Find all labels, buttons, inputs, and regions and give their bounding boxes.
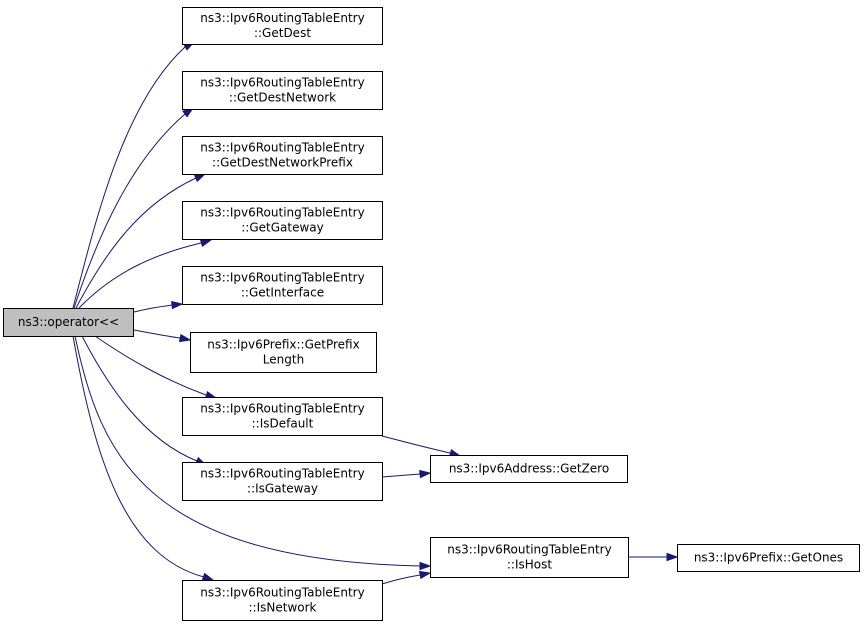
node-label: ::GetDestNetworkPrefix <box>212 156 353 170</box>
node-ishost[interactable]: ns3::Ipv6RoutingTableEntry::IsHost <box>430 537 629 578</box>
node-label: ns3::Ipv6RoutingTableEntry <box>200 206 364 220</box>
node-isgateway[interactable]: ns3::Ipv6RoutingTableEntry::IsGateway <box>182 462 383 501</box>
node-box <box>182 136 383 175</box>
node-box <box>3 308 134 337</box>
edge-arrowhead <box>178 333 192 343</box>
edge-root-to-getinterface <box>133 300 184 313</box>
node-isdefault[interactable]: ns3::Ipv6RoutingTableEntry::IsDefault <box>182 397 383 436</box>
edge-root-to-getprefixlength <box>133 329 192 343</box>
edge-line <box>94 335 207 396</box>
edge-isgateway-to-getzero <box>381 469 432 479</box>
edge-arrowhead <box>419 469 432 479</box>
node-box <box>430 537 629 578</box>
node-label: ns3::Ipv6RoutingTableEntry <box>200 402 364 416</box>
node-box <box>182 7 383 45</box>
node-box <box>430 455 628 483</box>
node-box <box>190 332 377 373</box>
edge-isnetwork-to-ishost <box>381 570 432 585</box>
node-label: ns3::Ipv6RoutingTableEntry <box>200 141 364 155</box>
edge-line <box>72 335 205 578</box>
node-isnetwork[interactable]: ns3::Ipv6RoutingTableEntry::IsNetwork <box>182 580 383 621</box>
edge-line <box>75 177 197 309</box>
edge-arrowhead <box>419 561 432 571</box>
node-root[interactable]: ns3::operator<< <box>3 308 134 337</box>
edge-line <box>381 574 421 585</box>
edge-arrowhead <box>171 300 184 310</box>
node-getdest[interactable]: ns3::Ipv6RoutingTableEntry::GetDest <box>182 7 383 45</box>
edge-line <box>74 335 421 567</box>
node-box <box>182 397 383 436</box>
node-getdestnetwork[interactable]: ns3::Ipv6RoutingTableEntry::GetDestNetwo… <box>182 71 383 110</box>
node-box <box>182 201 383 240</box>
node-label: ns3::Ipv6Prefix::GetPrefix <box>207 338 359 352</box>
node-getgateway[interactable]: ns3::Ipv6RoutingTableEntry::GetGateway <box>182 201 383 240</box>
node-label: ns3::Ipv6RoutingTableEntry <box>200 11 364 25</box>
node-label: ns3::Ipv6RoutingTableEntry <box>200 586 364 600</box>
node-getones[interactable]: ns3::Ipv6Prefix::GetOnes <box>677 544 860 572</box>
edge-line <box>78 242 202 309</box>
node-label: ::IsGateway <box>247 482 318 496</box>
edge-arrowhead <box>666 552 679 562</box>
node-getinterface[interactable]: ns3::Ipv6RoutingTableEntry::GetInterface <box>182 266 383 305</box>
node-label: ns3::Ipv6RoutingTableEntry <box>200 76 364 90</box>
node-label: ::GetDestNetwork <box>229 91 336 105</box>
node-label: ::IsNetwork <box>249 601 317 615</box>
edge-arrowhead <box>193 173 207 183</box>
edge-line <box>133 304 173 313</box>
node-box <box>182 266 383 305</box>
node-label: ::GetDest <box>254 26 311 40</box>
node-box <box>182 71 383 110</box>
edge-root-to-getdestnetwork <box>73 107 195 309</box>
nodes-layer: ns3::operator<<ns3::Ipv6RoutingTableEntr… <box>3 7 860 621</box>
edges-layer <box>72 41 679 585</box>
node-label: ns3::Ipv6RoutingTableEntry <box>200 271 364 285</box>
edge-arrowhead <box>199 238 213 248</box>
edge-line <box>381 473 421 478</box>
node-getdestnetworkprefix[interactable]: ns3::Ipv6RoutingTableEntry::GetDestNetwo… <box>182 136 383 175</box>
node-label: ns3::Ipv6Prefix::GetOnes <box>694 551 843 565</box>
edge-line <box>381 435 451 454</box>
node-label: Length <box>263 353 304 367</box>
edge-line <box>72 46 186 309</box>
edge-root-to-isdefault <box>94 335 218 400</box>
node-getzero[interactable]: ns3::Ipv6Address::GetZero <box>430 455 628 483</box>
node-label: ns3::operator<< <box>18 315 119 329</box>
node-label: ::IsHost <box>507 558 552 572</box>
node-label: ::GetGateway <box>241 221 323 235</box>
edge-ishost-to-getones <box>627 552 679 562</box>
edge-arrowhead <box>201 572 215 581</box>
node-label: ::GetInterface <box>241 286 324 300</box>
edge-line <box>133 329 181 339</box>
edge-line <box>73 113 186 309</box>
node-box <box>677 544 860 572</box>
node-label: ::IsDefault <box>252 417 314 431</box>
node-label: ns3::Ipv6Address::GetZero <box>449 462 609 476</box>
node-box <box>182 580 383 621</box>
node-label: ns3::Ipv6RoutingTableEntry <box>447 543 611 557</box>
edge-line <box>81 335 198 462</box>
node-label: ns3::Ipv6RoutingTableEntry <box>200 467 364 481</box>
edge-isdefault-to-getzero <box>381 435 462 458</box>
edge-arrowhead <box>418 570 432 580</box>
node-box <box>182 462 383 501</box>
edge-root-to-ishost <box>74 335 432 571</box>
